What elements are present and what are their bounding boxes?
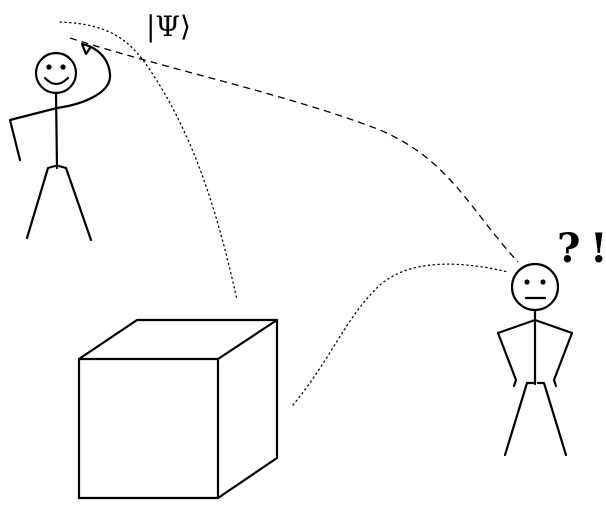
- right-figure-eye-right: [540, 279, 546, 285]
- left-figure-right-arm: [55, 42, 112, 110]
- dotted-line-box-to-right: [292, 263, 509, 406]
- dotted-line-left-to-box: [59, 21, 238, 301]
- right-figure-eye-left: [524, 279, 530, 285]
- cube: [77, 318, 279, 500]
- state-ket-label: |Ψ⟩: [146, 10, 191, 43]
- question-mark: ?: [557, 225, 580, 272]
- left-figure-left-leg: [25, 164, 57, 240]
- quantum-channel-dashed-line: [69, 37, 519, 263]
- left-figure-eye-left: [46, 64, 52, 70]
- left-figure-body: [54, 91, 59, 170]
- left-figure-left-arm: [8, 106, 59, 162]
- left-figure-eye-right: [60, 64, 66, 70]
- right-figure-head: [510, 262, 560, 312]
- left-stick-figure: [8, 42, 112, 242]
- right-figure-left-arm: [496, 318, 537, 388]
- left-figure-smile: [43, 76, 70, 86]
- cube-side-face: [216, 318, 279, 500]
- cube-top-face: [77, 318, 279, 361]
- right-figure-right-leg: [536, 381, 568, 457]
- right-figure-right-arm: [533, 318, 574, 388]
- right-figure-left-leg: [503, 381, 535, 457]
- right-stick-figure: [496, 262, 574, 457]
- left-figure-head: [34, 51, 78, 95]
- cube-front-face: [77, 357, 220, 500]
- left-figure-right-leg: [57, 164, 93, 242]
- exclamation-mark: !: [590, 225, 606, 272]
